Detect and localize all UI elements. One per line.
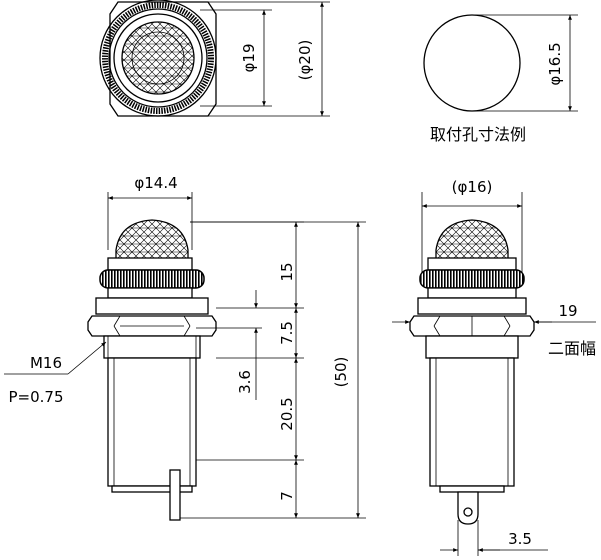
dim-phi16: (φ16) — [452, 178, 493, 196]
side-terminal-hole — [463, 507, 473, 517]
dim-3-6: 3.6 — [236, 370, 254, 394]
top-view-knurled-ring — [102, 2, 214, 114]
top-view-ring-inner — [108, 8, 208, 108]
top-view-bezel — [113, 13, 203, 103]
dim-phi14-4: φ14.4 — [134, 174, 177, 192]
dim-3-5: 3.5 — [508, 530, 532, 548]
front-thread — [103, 335, 201, 359]
dim-7: 7 — [278, 491, 296, 501]
side-flange — [417, 297, 527, 315]
dim-phi20: (φ20) — [296, 40, 314, 81]
dim-7-5: 7.5 — [278, 321, 296, 345]
side-thread — [425, 335, 519, 359]
dim-50: (50) — [332, 357, 350, 388]
flats-label: 二面幅 — [548, 339, 596, 358]
dim-phi19: φ19 — [240, 44, 258, 73]
front-terminal-base — [111, 485, 193, 493]
side-lens-dome — [435, 219, 509, 263]
dim-20-5: 20.5 — [278, 397, 296, 430]
top-view-lens-inner — [131, 31, 185, 85]
side-terminal-base — [439, 485, 505, 493]
front-view: φ14.4 15 7.5 — [4, 174, 366, 521]
front-neck — [107, 287, 193, 299]
mounting-hole-view: φ16.5 取付孔寸法例 — [423, 14, 578, 144]
front-body — [107, 357, 197, 487]
top-view: φ19 (φ20) — [99, 0, 330, 117]
front-bezel — [107, 257, 193, 271]
top-view-outer-circle — [99, 0, 217, 117]
mounting-hole-circle — [423, 14, 521, 112]
side-knurled-ring — [419, 269, 525, 289]
side-bezel — [427, 257, 517, 271]
side-neck — [427, 287, 517, 299]
dim-15: 15 — [278, 262, 296, 281]
front-knurled-ring — [99, 269, 205, 289]
front-terminal — [169, 469, 181, 521]
front-flange — [95, 297, 209, 315]
thread-label: M16 — [30, 354, 62, 372]
front-lens-dome — [115, 219, 189, 263]
dim-19: 19 — [558, 302, 577, 320]
pitch-label: P=0.75 — [8, 388, 63, 406]
side-body — [429, 357, 515, 487]
side-view: (φ16) 19 二面幅 3.5 — [392, 178, 596, 556]
mounting-hole-caption: 取付孔寸法例 — [430, 125, 526, 144]
dim-phi16-5: φ16.5 — [546, 42, 564, 85]
top-view-lens — [121, 21, 195, 95]
